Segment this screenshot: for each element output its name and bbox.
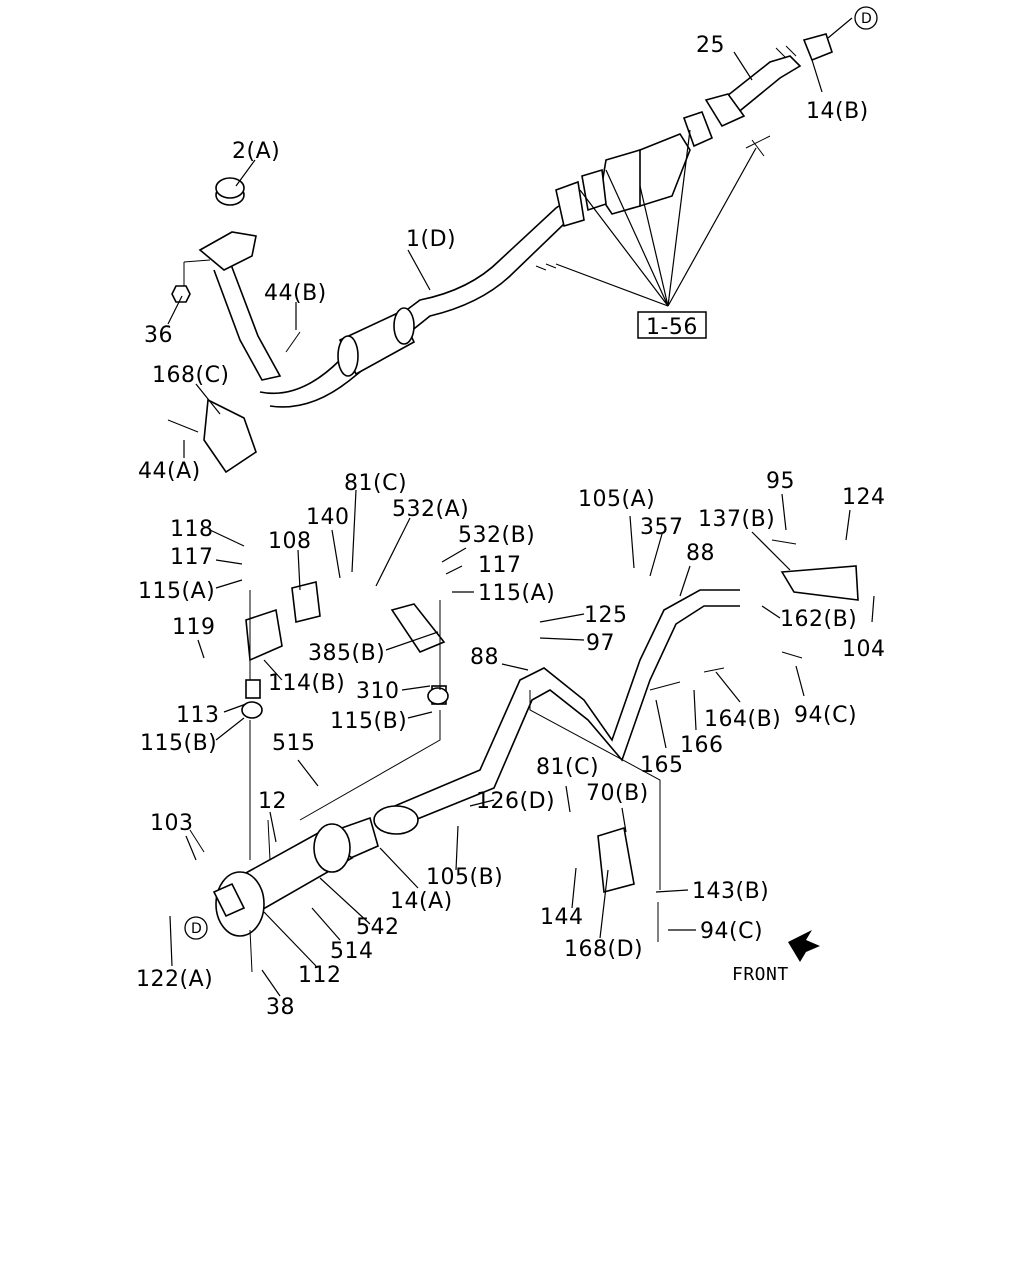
connection-marker-d-top-label: D [861,11,872,27]
connection-marker-d-top [854,6,878,30]
callout-310: 310 [356,679,400,704]
callout-112: 112 [298,963,342,988]
callout-25: 25 [696,33,725,58]
callout-81c-bottom: 81(C) [536,755,599,780]
callout-105b: 105(B) [426,865,503,890]
callout-124: 124 [842,485,886,510]
front-direction-arrow: FRONT [732,930,820,985]
callout-113: 113 [176,703,220,728]
callout-143b: 143(B) [692,879,769,904]
callout-144: 144 [540,905,584,930]
callout-103: 103 [150,811,194,836]
callout-12: 12 [258,789,287,814]
callout-515: 515 [272,731,316,756]
callout-38: 38 [266,995,295,1020]
callout-532b: 532(B) [458,523,535,548]
callout-542: 542 [356,915,400,940]
callout-88-top: 88 [686,541,715,566]
callout-94c-bottom: 94(C) [700,919,763,944]
callout-36: 36 [144,323,173,348]
callout-168d: 168(D) [564,937,643,962]
callout-166: 166 [680,733,724,758]
part-callouts: D 25 14(B) 2(A) 1(D) 44(B) 36 1-56 168(C… [136,11,886,1020]
callout-94c-right: 94(C) [794,703,857,728]
rear-pipe-muffler-assembly [189,539,859,973]
callout-165: 165 [640,753,684,778]
callout-2a: 2(A) [232,139,280,164]
reference-box [637,311,707,339]
callout-114b: 114(B) [268,671,345,696]
callout-164b: 164(B) [704,707,781,732]
callout-118: 118 [170,517,214,542]
callout-1d: 1(D) [406,227,456,252]
callout-108: 108 [268,529,312,554]
callout-14a: 14(A) [390,889,453,914]
callout-44a: 44(A) [138,459,201,484]
callout-115b-right: 115(B) [330,709,407,734]
callout-14b: 14(B) [806,99,869,124]
callout-122a: 122(A) [136,967,213,992]
callout-88-mid: 88 [470,645,499,670]
callout-97: 97 [586,631,615,656]
callout-514: 514 [330,939,374,964]
callout-532a: 532(A) [392,497,469,522]
callout-81c-top: 81(C) [344,471,407,496]
callout-70b: 70(B) [586,781,649,806]
front-label: FRONT [732,964,789,985]
callout-104: 104 [842,637,886,662]
front-pipe-assembly [167,33,833,474]
connection-marker-d-bottom-label: D [191,921,202,937]
callout-168c: 168(C) [152,363,230,388]
callout-117-left: 117 [170,545,214,570]
callout-162b: 162(B) [780,607,857,632]
connection-marker-d-bottom [184,916,208,940]
callout-357: 357 [640,515,684,540]
callout-105a: 105(A) [578,487,655,512]
callout-117-right: 117 [478,553,522,578]
callout-126d: 126(D) [476,789,555,814]
callout-385b: 385(B) [308,641,385,666]
reference-1-56: 1-56 [646,315,698,340]
callout-115b-left: 115(B) [140,731,217,756]
callout-115a-right: 115(A) [478,581,555,606]
callout-115a-left: 115(A) [138,579,215,604]
callout-95: 95 [766,469,795,494]
callout-140: 140 [306,505,350,530]
callout-137b: 137(B) [698,507,775,532]
callout-119: 119 [172,615,216,640]
callout-125: 125 [584,603,628,628]
callout-44b: 44(B) [264,281,327,306]
leader-lines [167,17,875,997]
